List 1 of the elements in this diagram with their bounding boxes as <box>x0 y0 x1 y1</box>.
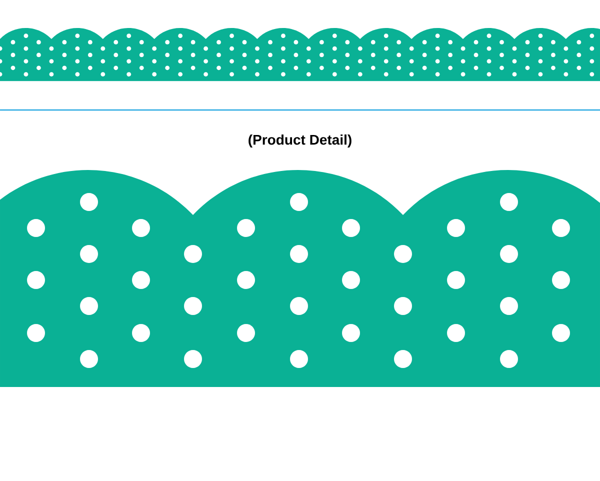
heading: (Product Detail) <box>248 134 352 148</box>
